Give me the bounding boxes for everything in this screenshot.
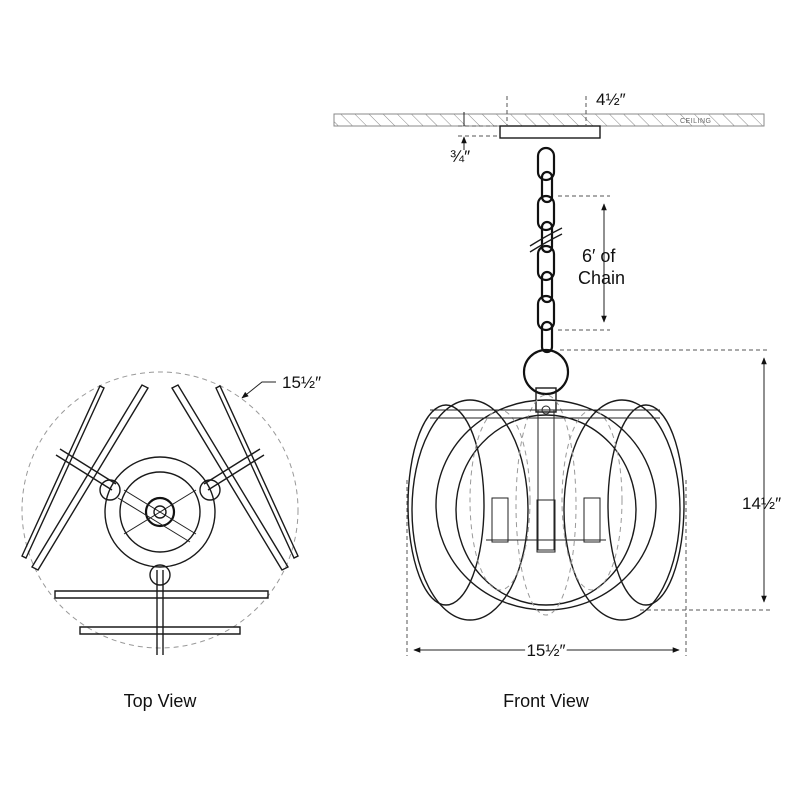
canopy-height-label: ¾″	[450, 147, 470, 166]
hanging-loop	[522, 348, 570, 396]
top-view-caption: Top View	[124, 691, 198, 711]
front-view: CEILING 4½″ ¾″ 6′ of Chain	[333, 90, 781, 711]
ceiling-label: CEILING	[680, 118, 712, 125]
glass-shades-back	[469, 394, 623, 616]
top-view-diameter-leader	[241, 381, 276, 399]
canopy-plate	[499, 125, 601, 139]
canopy-height-guides	[458, 125, 498, 137]
height-dimension-guides	[560, 349, 770, 611]
top-view-glass-blades	[21, 384, 299, 635]
glass-shades	[407, 399, 685, 621]
top-view-outline-circle	[21, 371, 299, 649]
front-view-caption: Front View	[503, 691, 590, 711]
top-view-arms	[55, 448, 265, 655]
width-dimension-guides	[406, 480, 687, 656]
chain-dimension-guides	[558, 195, 610, 331]
top-view-hub	[104, 456, 216, 568]
canopy-width-label: 4½″	[596, 90, 626, 109]
frame	[430, 405, 660, 553]
chain-label-line2: Chain	[578, 268, 625, 288]
chain	[536, 146, 556, 354]
top-view: 15½″	[21, 371, 321, 711]
chain-break-mark	[529, 227, 563, 253]
top-view-diameter-label: 15½″	[282, 373, 321, 392]
chain-label-line1: 6′ of	[582, 246, 616, 266]
height-label: 14½″	[742, 494, 781, 513]
width-label: 15½″	[526, 641, 565, 660]
canopy-width-guides	[506, 96, 587, 126]
